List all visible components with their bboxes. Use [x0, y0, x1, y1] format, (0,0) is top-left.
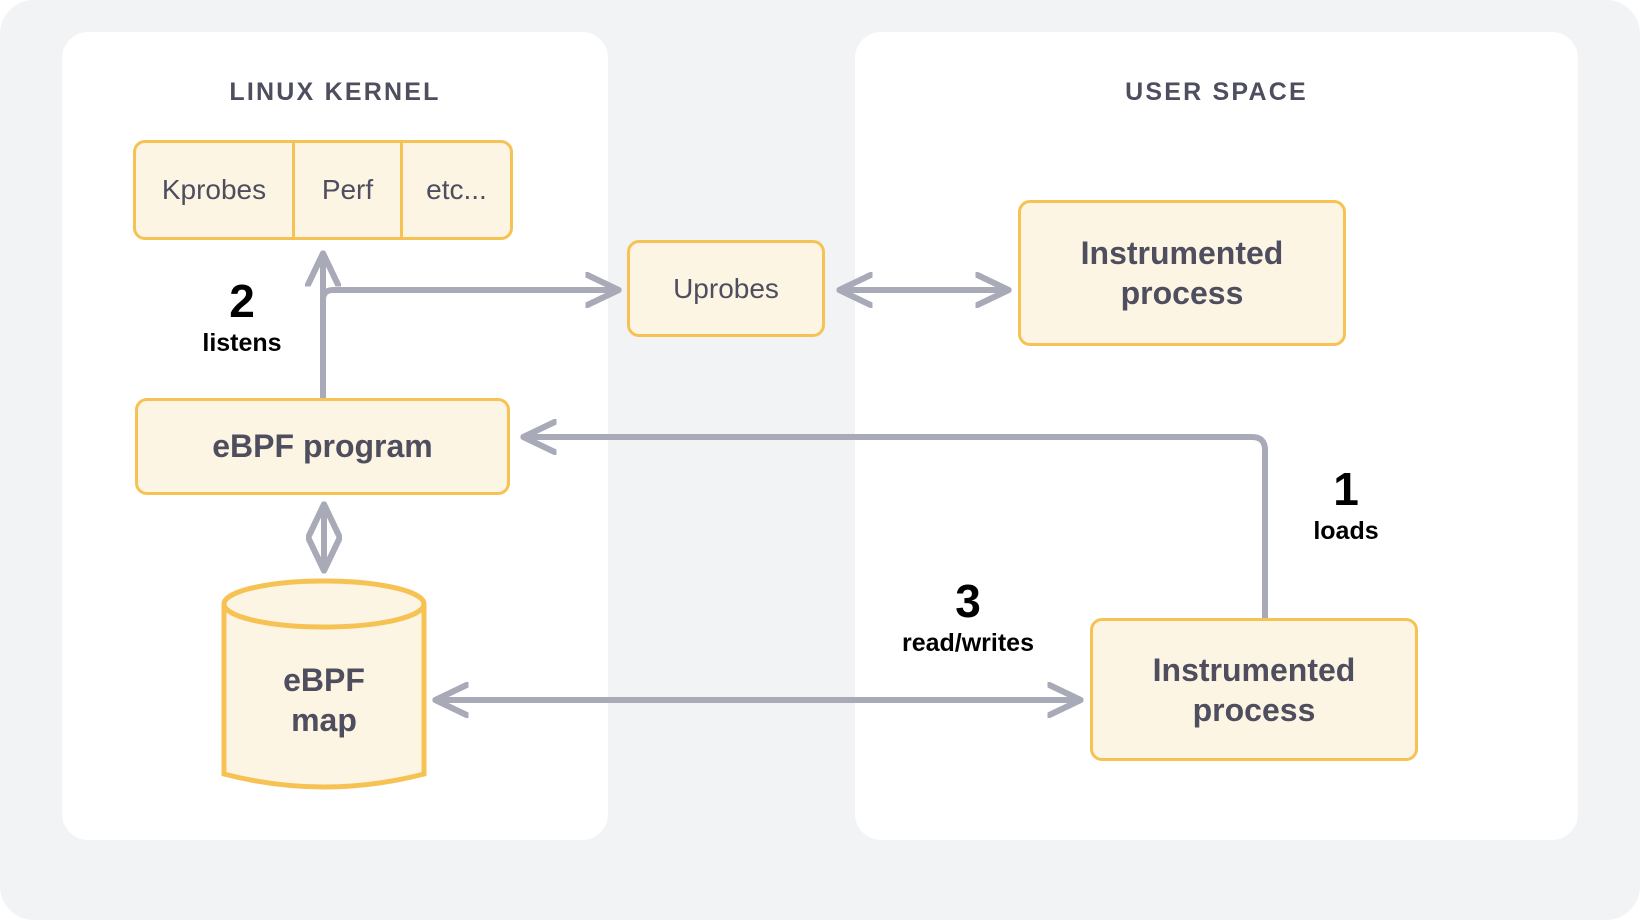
step-2-text: listens	[202, 329, 282, 357]
step-1-text: loads	[1313, 517, 1379, 545]
probe-cell-perf[interactable]: Perf	[292, 143, 400, 237]
probe-cell-kprobes[interactable]: Kprobes	[161, 174, 267, 205]
step-label-1: 1 loads	[1292, 466, 1400, 546]
cylinder-shape	[221, 578, 427, 790]
node-uprobes-label: Uprobes	[673, 272, 779, 304]
node-uprobes[interactable]: Uprobes	[627, 240, 825, 337]
step-2-number: 2	[229, 275, 255, 327]
panel-title-linux-kernel: LINUX KERNEL	[229, 78, 441, 106]
node-ebpf-program[interactable]: eBPF program	[135, 398, 510, 495]
node-kernel-probes[interactable]: Kprobes Perf etc...	[133, 140, 513, 240]
node-ebpf-program-label: eBPF program	[212, 428, 433, 464]
probe-cell-etc[interactable]: etc...	[400, 143, 510, 237]
step-3-text: read/writes	[901, 629, 1034, 657]
step-3-number: 3	[955, 575, 981, 627]
panel-title-user-space: USER SPACE	[1125, 78, 1308, 106]
step-label-3: 3 read/writes	[878, 578, 1058, 658]
step-label-2: 2 listens	[186, 278, 298, 358]
step-1-number: 1	[1333, 463, 1359, 515]
